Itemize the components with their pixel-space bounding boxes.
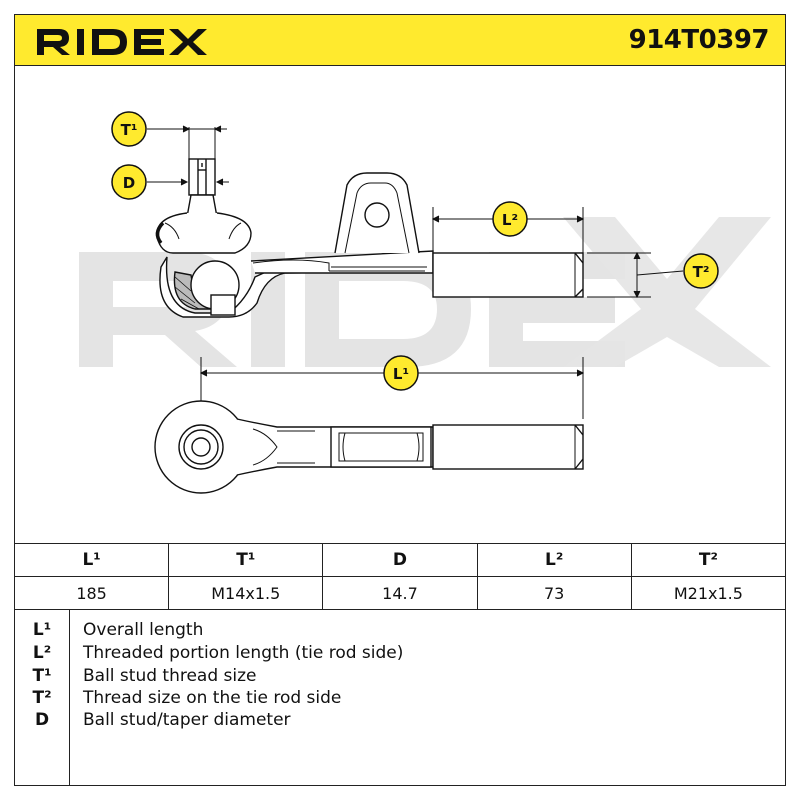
legend-item: D Ball stud/taper diameter	[15, 709, 785, 731]
side-dimensions	[147, 125, 684, 419]
legend-code: D	[34, 710, 50, 730]
header-band: 914T0397	[14, 14, 786, 66]
legend-item: T¹ Ball stud thread size	[15, 665, 785, 687]
spec-header-d: D	[322, 543, 478, 577]
svg-text:T²: T²	[693, 263, 710, 281]
legend-code: L¹	[32, 620, 52, 640]
legend-item: L² Threaded portion length (tie rod side…	[15, 642, 785, 664]
svg-text:T¹: T¹	[121, 121, 138, 139]
legend-item: L¹ Overall length	[15, 619, 785, 641]
side-view	[155, 158, 584, 318]
legend-desc: Threaded portion length (tie rod side)	[83, 643, 404, 663]
callout-t1: T¹	[111, 111, 147, 147]
legend-item: T² Thread size on the tie rod side	[15, 687, 785, 709]
legend-code: L²	[32, 643, 52, 663]
spec-header-t2: T²	[630, 543, 787, 577]
svg-text:L¹: L¹	[393, 365, 409, 383]
legend: L¹ Overall length L² Threaded portion le…	[14, 610, 786, 786]
callout-t2: T²	[683, 253, 719, 289]
svg-text:D: D	[123, 174, 135, 192]
tie-rod-end-drawing: T¹ D L² T² L¹	[79, 111, 771, 494]
legend-code: T²	[32, 688, 52, 708]
spec-value-t1: M14x1.5	[168, 576, 324, 610]
spec-value-t2: M21x1.5	[630, 576, 787, 610]
callout-l1: L¹	[383, 355, 419, 391]
spec-header-t1: T¹	[168, 543, 324, 577]
ridex-logo	[37, 29, 207, 55]
legend-divider	[69, 610, 70, 786]
legend-desc: Ball stud/taper diameter	[83, 710, 291, 730]
spec-value-d: 14.7	[322, 576, 478, 610]
spec-value-l2: 73	[476, 576, 632, 610]
callout-d: D	[111, 164, 147, 200]
legend-desc: Thread size on the tie rod side	[83, 688, 342, 708]
top-view	[154, 400, 584, 494]
legend-code: T¹	[32, 666, 52, 686]
legend-desc: Overall length	[83, 620, 204, 640]
spec-header-l1: L¹	[13, 543, 170, 577]
spec-header-l2: L²	[476, 543, 632, 577]
svg-text:L²: L²	[502, 211, 518, 229]
spec-header-row: L¹ T¹ D L² T²	[13, 543, 787, 577]
part-number: 914T0397	[628, 25, 770, 55]
spec-value-row: 185 M14x1.5 14.7 73 M21x1.5	[13, 576, 787, 610]
legend-desc: Ball stud thread size	[83, 666, 257, 686]
spec-value-l1: 185	[13, 576, 170, 610]
spec-table: L¹ T¹ D L² T² 185 M14x1.5 14.7 73 M21x1.…	[13, 543, 787, 610]
callout-l2: L²	[492, 201, 528, 237]
